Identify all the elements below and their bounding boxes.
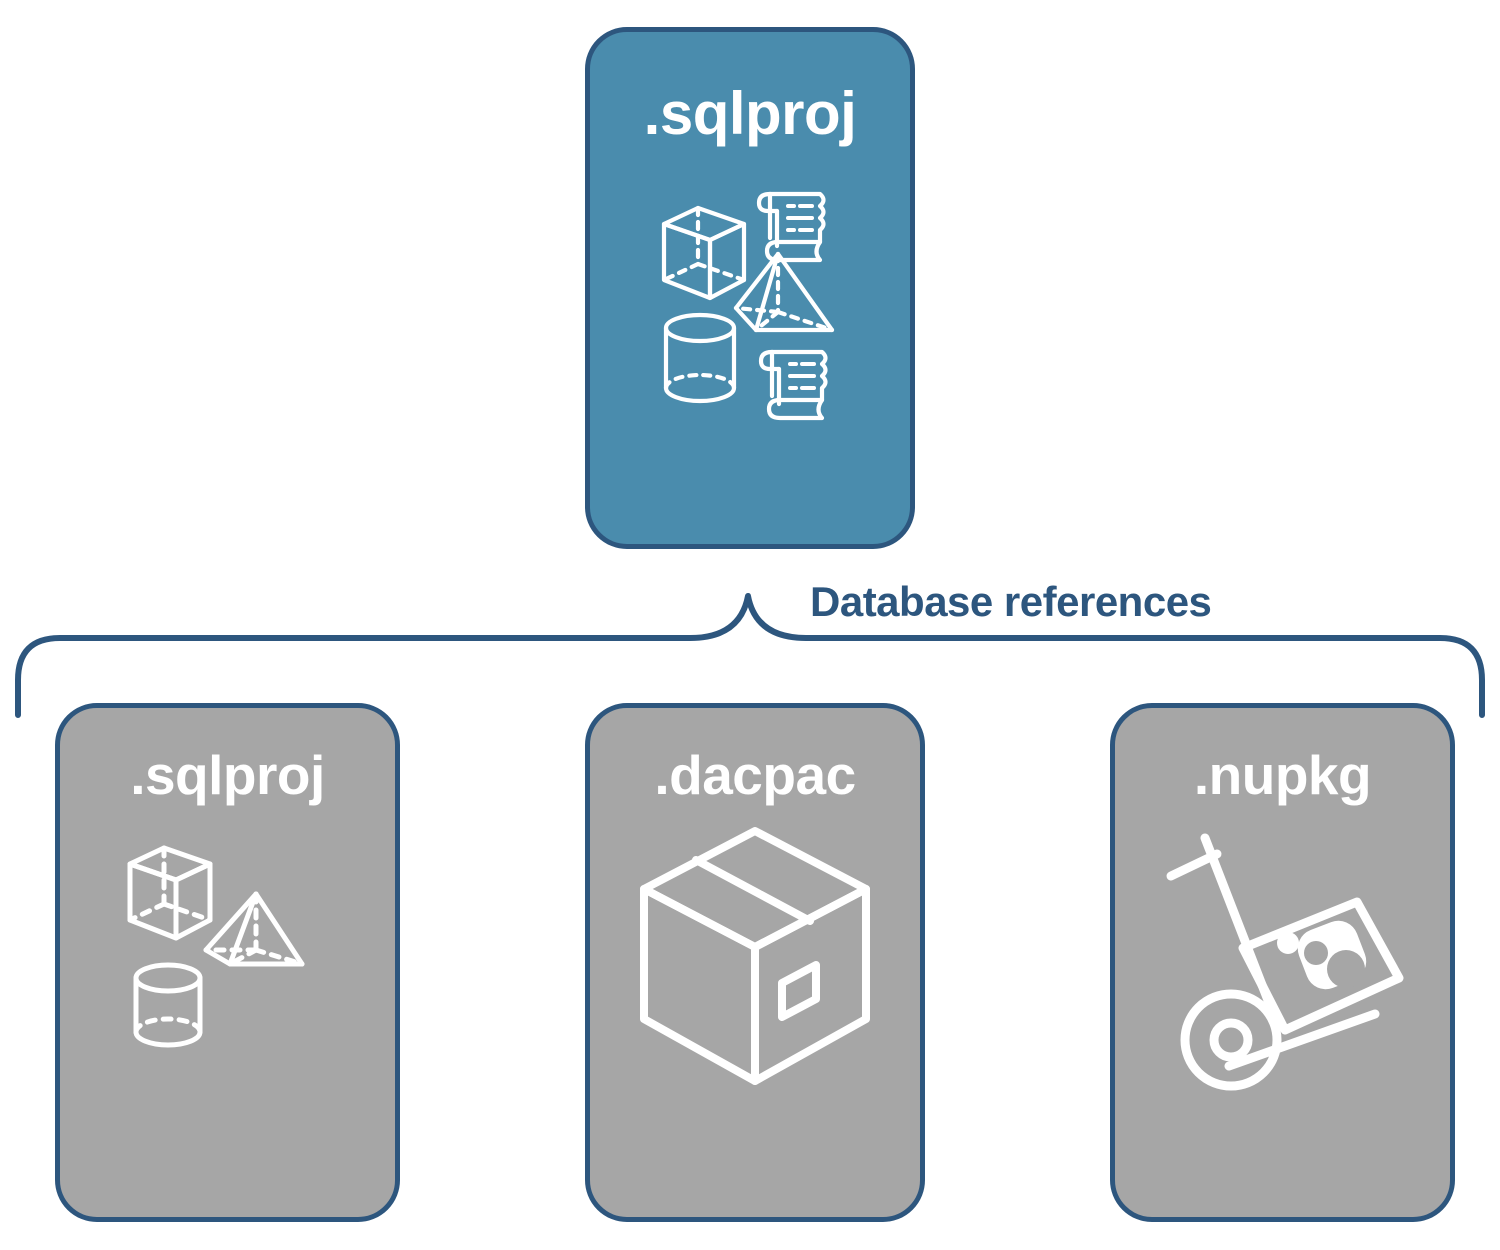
database-references-label: Database references <box>810 578 1212 625</box>
scroll-icon <box>758 349 828 421</box>
card-reference-nupkg-icon-group <box>1115 818 1450 1108</box>
cylinder-icon <box>663 312 737 404</box>
card-reference-sqlproj[interactable]: .sqlproj <box>55 703 400 1222</box>
scroll-icon <box>756 191 826 263</box>
card-reference-nupkg[interactable]: .nupkg <box>1110 703 1455 1222</box>
card-root-title: .sqlproj <box>643 80 857 147</box>
bracket-path <box>15 593 1485 718</box>
shapes-and-scrolls-icon-group <box>661 191 835 421</box>
card-reference-nupkg-title: .nupkg <box>1193 744 1372 806</box>
card-reference-dacpac-icon-group <box>590 813 920 1103</box>
pyramid-icon <box>203 891 304 967</box>
cube-icon <box>661 205 747 301</box>
package-box-icon <box>640 827 870 1085</box>
card-root-icon-group <box>590 180 910 440</box>
cylinder-icon <box>133 962 202 1048</box>
card-reference-sqlproj-icon-group <box>60 838 395 1058</box>
shapes-icon-group <box>127 845 304 1048</box>
card-reference-sqlproj-title: .sqlproj <box>130 744 325 806</box>
card-reference-dacpac-title: .dacpac <box>654 744 856 806</box>
card-reference-dacpac[interactable]: .dacpac <box>585 703 925 1222</box>
pyramid-icon <box>733 251 835 333</box>
cube-icon <box>127 845 212 941</box>
nuget-glyph-cutouts <box>1303 941 1365 988</box>
card-root-sqlproj[interactable]: .sqlproj <box>585 27 915 549</box>
hand-truck-nuget-icon <box>1166 833 1403 1091</box>
